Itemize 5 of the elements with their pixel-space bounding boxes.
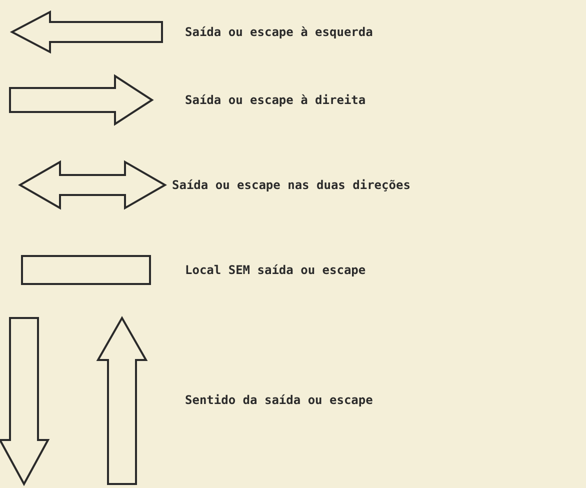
legend-label: Local SEM saída ou escape [185,263,366,277]
legend-label: Saída ou escape nas duas direções [172,178,410,192]
legend-label: Sentido da saída ou escape [185,393,373,407]
legend-label: Saída ou escape à esquerda [185,25,373,39]
legend-label: Saída ou escape à direita [185,93,366,107]
